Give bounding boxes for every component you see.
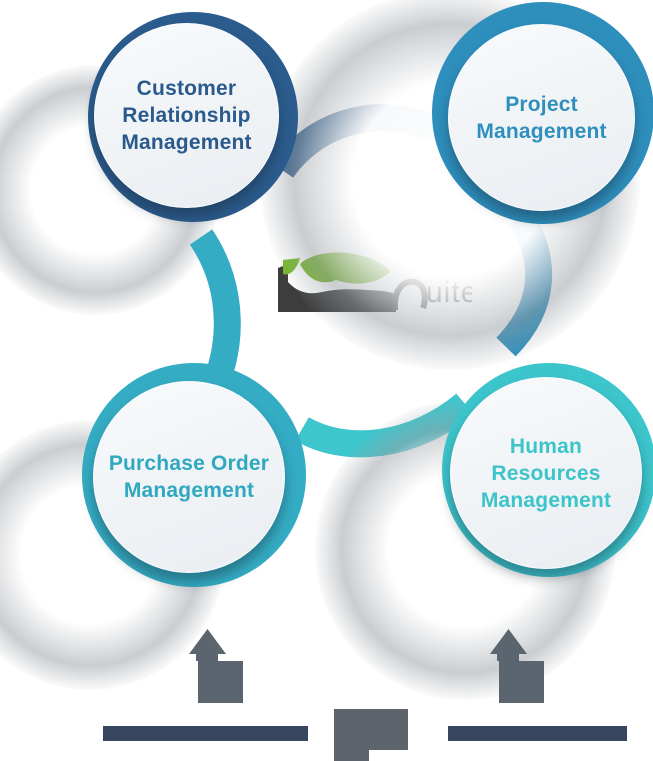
connector-arc-bottom [295,393,474,458]
node-customer-relationship-management: Customer Relationship Management [88,12,298,222]
node-label: Customer Relationship Management [121,75,251,156]
label-line: Human [509,434,583,458]
node-human-resources-management: Human Resources Management [442,363,653,577]
label-line: Purchase Order [108,452,270,475]
node-label: Human Resources Management [481,433,611,514]
connector-arc-right [496,210,553,357]
label-line: Management [480,488,612,512]
label-line: Management [121,131,252,154]
label-line: Management [476,119,607,143]
label-line: Management [123,479,255,502]
up-arrow-icon [189,629,243,703]
footer-bar-right [448,726,627,741]
node-inner-circle: Purchase Order Management [93,381,285,573]
node-inner-circle: Human Resources Management [450,377,642,569]
up-arrow-icon [490,629,544,703]
connector-arc-top [270,104,450,179]
node-project-management: Project Management [432,2,653,224]
node-purchase-order-management: Purchase Order Management [82,363,306,587]
footer-cropped-graphic [334,709,408,761]
label-line: Customer [136,77,237,100]
node-label: Project Management [476,91,606,145]
node-inner-circle: Project Management [448,24,635,211]
label-line: Resources [491,461,601,485]
node-inner-circle: Customer Relationship Management [94,23,279,208]
node-label: Purchase Order Management [109,450,269,504]
label-line: Relationship [122,104,251,127]
label-line: Project [505,92,578,116]
footer-bar-left [103,726,308,741]
